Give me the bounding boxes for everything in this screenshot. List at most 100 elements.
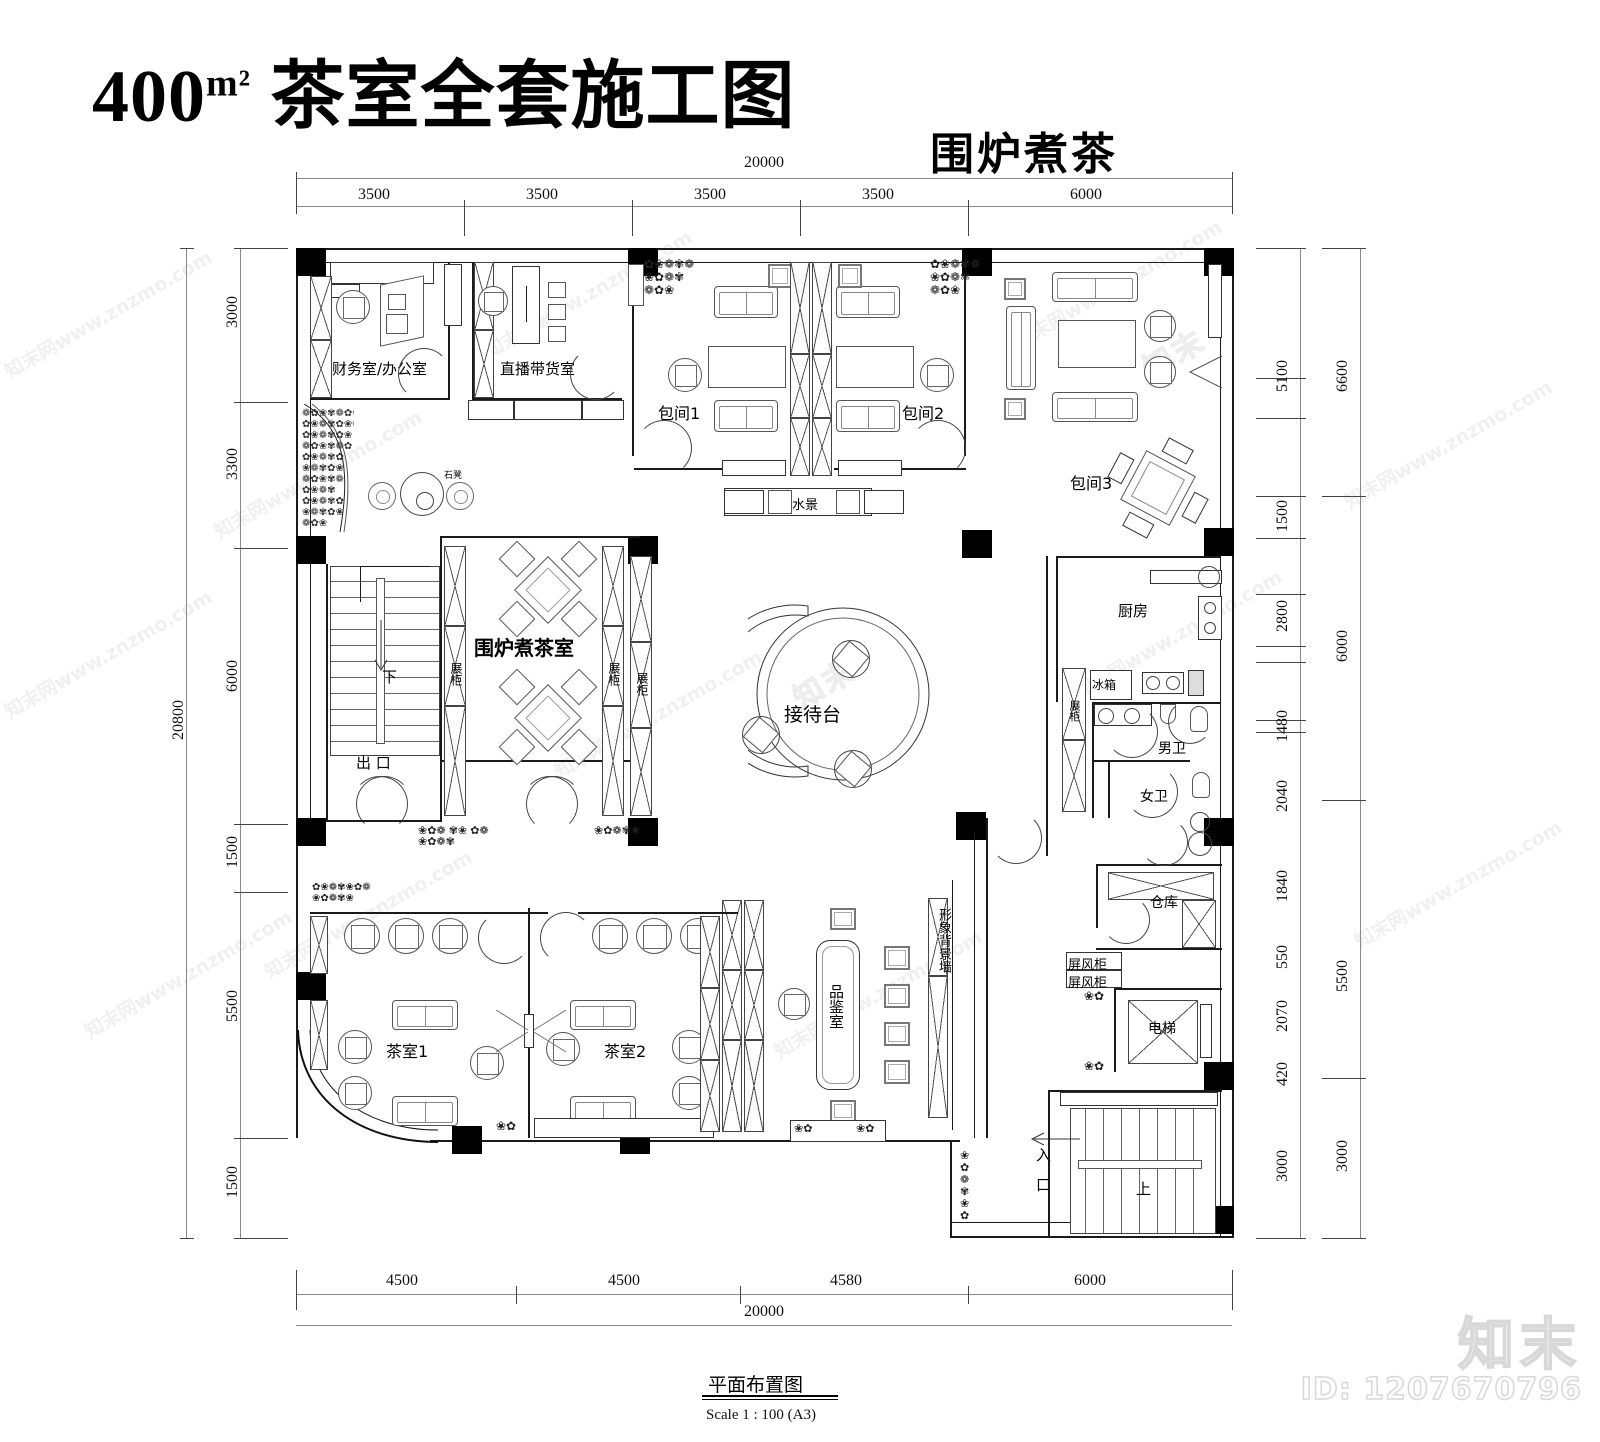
display-cabinet (630, 556, 652, 642)
tasting-chair (830, 1100, 856, 1122)
stone-stool (368, 482, 396, 510)
door-swing (1126, 766, 1178, 818)
watermark-text: 知末网www.znzmo.com (1351, 816, 1566, 954)
wall-corridor-inner (974, 832, 975, 1138)
wall-frame (548, 326, 566, 342)
door-swing (990, 812, 1042, 864)
partition-screen (812, 354, 832, 418)
dim-bottom-2: 4500 (608, 1272, 640, 1289)
display-cabinet-icon (310, 340, 332, 398)
display-cabinet (310, 1000, 328, 1070)
display-cabinet (310, 916, 328, 974)
wall-stove-bottom (440, 760, 638, 762)
warehouse-shelf (1182, 900, 1216, 948)
wall-warehouse-bottom (1096, 948, 1222, 950)
column (296, 972, 326, 1000)
drawing-scale: Scale 1 : 100 (A3) (706, 1407, 816, 1423)
label-display-cabinet: 展柜 (635, 672, 649, 696)
column (296, 818, 326, 846)
armchair (920, 358, 954, 392)
display-cabinet-icon (310, 276, 332, 340)
reception-stool-ring (834, 750, 872, 788)
display-cabinet (700, 916, 720, 988)
label-entrance-1: 入 (1036, 1146, 1052, 1164)
burner-icon (1204, 622, 1216, 634)
armchair (1144, 310, 1176, 342)
coffee-table (1058, 320, 1136, 368)
feature-wall-panel (928, 976, 948, 1118)
corridor-wall (1046, 556, 1048, 856)
wall-warehouse-left (1096, 864, 1098, 928)
wall-toilets-left (1092, 702, 1094, 818)
tasting-chair (884, 1022, 910, 1046)
wall-stair-bottom (326, 820, 442, 822)
label-stairs-up: 上 (1136, 1180, 1152, 1198)
door-swing (478, 912, 530, 964)
label-stairs-down: 下 (382, 668, 398, 686)
washbasin-icon (1190, 812, 1210, 832)
title-area-number: 400 (92, 56, 206, 138)
cushion-seating-group (498, 540, 598, 638)
office-chair (336, 290, 370, 324)
plant-icon: ❀✿ (1084, 1060, 1105, 1073)
direction-arrow-down (374, 620, 388, 671)
armchair (388, 918, 424, 954)
partition-screen (744, 970, 764, 1040)
label-entrance-2: 口 (1036, 1176, 1052, 1194)
wall-p2-right (964, 276, 966, 456)
partition-screen (790, 354, 810, 418)
plant-icon: ❀✿❁✾❀ (594, 826, 641, 837)
elevator-door (1200, 1004, 1212, 1058)
dim-left-5: 5500 (224, 990, 241, 1022)
console-table (534, 1118, 714, 1138)
label-feature-wall: 形象背景墙 (936, 908, 951, 973)
wall-office-bottom (310, 398, 450, 400)
wall-livestream-left (472, 262, 474, 400)
label-waterscape: 水景 (792, 498, 819, 513)
plant-icon: ❀✿ (1084, 990, 1105, 1003)
armchair (546, 1032, 580, 1066)
brand-id: ID: 1207670796 (1300, 1371, 1582, 1408)
partition-screen (744, 900, 764, 970)
dim-right-outer-1: 6600 (1334, 360, 1351, 392)
room-label-warehouse: 仓库 (1150, 895, 1178, 911)
partition-screen (722, 1040, 742, 1132)
warehouse-shelf (1108, 872, 1214, 900)
waterscape-box (768, 490, 792, 514)
stone-table (400, 472, 444, 516)
watermark-text: 知末网www.znzmo.com (1, 246, 216, 384)
room-label-livestream: 直播带货室 (500, 360, 576, 378)
direction-arrow-entry (1030, 1132, 1080, 1146)
display-cabinet (444, 546, 466, 626)
exterior-wall-bottom (950, 1236, 1234, 1238)
extractor-icon (1198, 566, 1220, 588)
column (296, 536, 326, 564)
exterior-wall-mid-right (950, 1140, 952, 1238)
plant-icon: ❀✿❁✾❀✿ (960, 1150, 970, 1222)
feature-wall-edge (952, 880, 953, 1130)
sofa (714, 286, 778, 318)
dim-bottom-1: 4500 (386, 1272, 418, 1289)
wall-toilet-divider (1094, 760, 1190, 762)
sofa (714, 400, 778, 432)
title-area-unit: m² (206, 62, 252, 105)
column (1204, 1062, 1234, 1090)
screen-cabinet (1066, 970, 1122, 988)
wall-entry-left (1048, 1090, 1050, 1238)
room-label-tea-2: 茶室2 (604, 1042, 647, 1061)
dim-right-outer-4: 3000 (1334, 1140, 1351, 1172)
display-cabinet (700, 1060, 720, 1132)
tasting-chair (884, 1060, 910, 1084)
wall-kitchen-top (1056, 556, 1220, 558)
column (1204, 528, 1234, 556)
title-underline-2 (702, 1399, 838, 1400)
door-swing (1168, 700, 1212, 744)
dim-right-9: 420 (1274, 1062, 1291, 1086)
door-swing (398, 348, 450, 400)
counter-run (514, 400, 582, 420)
armchair (338, 1076, 372, 1110)
sofa (392, 1000, 458, 1030)
dim-right-outer-2: 6000 (1334, 630, 1351, 662)
armchair (636, 918, 672, 954)
